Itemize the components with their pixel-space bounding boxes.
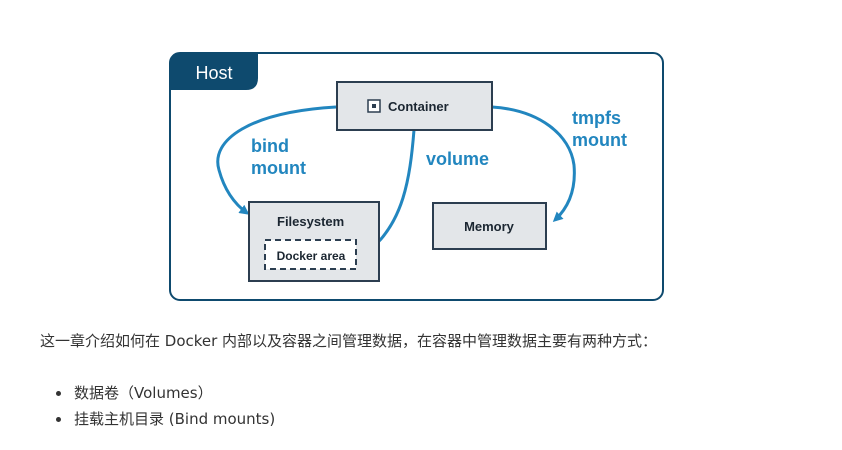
tmpfs-label-line2: mount [572, 130, 627, 150]
docker-area-box [264, 239, 357, 270]
list-item: 挂载主机目录 (Bind mounts) [72, 406, 275, 432]
container-box [336, 81, 493, 131]
intro-paragraph: 这一章介绍如何在 Docker 内部以及容器之间管理数据，在容器中管理数据主要有… [40, 332, 658, 350]
docker-storage-diagram: Host Container Filesystem Docker area Me… [169, 52, 664, 301]
host-tab [170, 53, 258, 90]
memory-box [432, 202, 547, 250]
tmpfs-mount-arrow [491, 105, 576, 223]
container-label: Container [388, 99, 449, 114]
bind-mount-label-line1: bind [251, 136, 289, 156]
memory-label: Memory [464, 219, 515, 234]
docker-area-label: Docker area [277, 249, 346, 263]
storage-methods-list: 数据卷（Volumes） 挂载主机目录 (Bind mounts) [56, 380, 275, 432]
volume-label: volume [426, 149, 489, 169]
bind-mount-arrow [216, 105, 337, 215]
bind-mount-label-line2: mount [251, 158, 306, 178]
host-label: Host [195, 63, 232, 83]
filesystem-label: Filesystem [277, 214, 344, 229]
tmpfs-label-line1: tmpfs [572, 108, 621, 128]
list-item: 数据卷（Volumes） [72, 380, 275, 406]
